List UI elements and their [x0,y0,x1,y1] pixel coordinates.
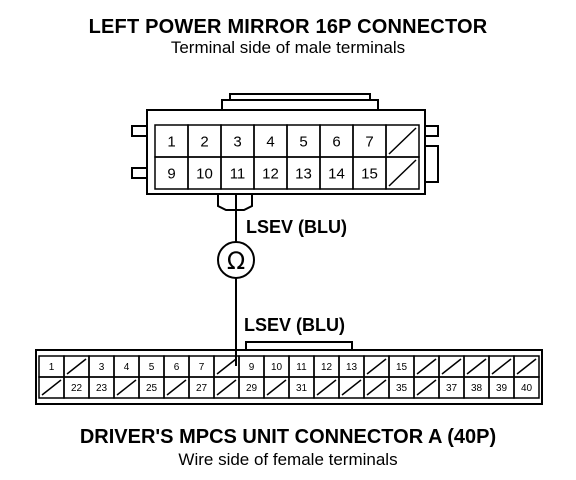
bottom-terminal-empty-slot [166,379,187,396]
bottom-terminal-empty-slot [41,379,62,396]
top-terminal-terminal-label: 7 [365,133,373,150]
bottom-connector-subtitle: Wire side of female terminals [178,450,398,469]
bottom-terminal-terminal-label: 15 [396,362,408,373]
top-terminal-terminal-label: 13 [295,165,312,182]
bottom-terminal-empty-slot [316,379,337,396]
top-terminal-terminal-label: 14 [328,165,345,182]
top-terminal-cell [385,156,420,190]
bottom-terminal-terminal-label: 3 [99,362,105,373]
top-terminal-terminal-label: 15 [361,165,378,182]
bottom-terminal-empty-slot [116,379,137,396]
bottom-terminal-terminal-label: 35 [396,383,408,394]
bottom-terminal-empty-slot [366,379,387,396]
bottom-terminal-terminal-label: 31 [296,383,308,394]
bottom-terminal-terminal-label: 10 [271,362,283,373]
top-terminal-terminal-label: 1 [167,133,175,150]
top-terminal-terminal-label: 11 [230,165,246,182]
bottom-terminal-empty-slot [216,379,237,396]
bottom-terminal-terminal-label: 7 [199,362,205,373]
bottom-connector-title: DRIVER'S MPCS UNIT CONNECTOR A (40P) [79,426,497,448]
top-terminal-terminal-label: 10 [196,165,213,182]
bottom-terminal-terminal-label: 39 [496,383,508,394]
bottom-terminal-terminal-label: 9 [249,362,255,373]
bottom-terminal-empty-slot [266,379,287,396]
bottom-terminal-empty-slot [441,358,462,375]
bottom-terminal-empty-slot [216,358,237,375]
bottom-terminal-empty-slot [416,379,437,396]
top-terminal-terminal-label: 6 [332,133,340,150]
wire-label-bottom: LSEV (BLU) [244,315,345,335]
bottom-terminal-empty-slot [416,358,437,375]
top-terminal-terminal-label: 2 [200,133,208,150]
bottom-terminal-terminal-label: 12 [321,362,333,373]
bottom-terminal-empty-slot [341,379,362,396]
bottom-terminal-empty-slot [466,358,487,375]
bottom-terminal-terminal-label: 29 [246,383,258,394]
bottom-terminal-empty-slot [516,358,537,375]
bottom-terminal-terminal-label: 13 [346,362,358,373]
bottom-terminal-terminal-label: 11 [296,362,307,373]
bottom-terminal-terminal-label: 40 [521,383,533,394]
top-terminal-terminal-label: 12 [262,165,279,182]
bottom-terminal-terminal-label: 22 [71,383,83,394]
top-connector-title: LEFT POWER MIRROR 16P CONNECTOR [88,16,488,38]
bottom-terminal-terminal-label: 1 [49,362,55,373]
top-terminal-empty-slot [388,159,417,187]
ohmmeter-icon: Ω [227,247,245,275]
bottom-connector [35,341,543,405]
top-terminal-terminal-label: 4 [266,133,274,150]
bottom-terminal-empty-slot [366,358,387,375]
top-terminal-terminal-label: 9 [167,165,175,182]
top-terminal-terminal-label: 3 [233,133,241,150]
top-terminal-terminal-label: 5 [299,133,307,150]
wire-label-top: LSEV (BLU) [246,217,347,237]
top-terminal-empty-slot [388,127,417,155]
bottom-terminal-terminal-label: 4 [124,362,130,373]
bottom-terminal-terminal-label: 37 [446,383,458,394]
bottom-terminal-terminal-label: 5 [149,362,155,373]
bottom-terminal-terminal-label: 25 [146,383,158,394]
top-connector-subtitle: Terminal side of male terminals [170,38,406,57]
bottom-terminal-terminal-label: 27 [196,383,208,394]
bottom-terminal-terminal-label: 6 [174,362,180,373]
wire-lsev [217,194,255,366]
bottom-terminal-terminal-label: 38 [471,383,483,394]
bottom-terminal-empty-slot [491,358,512,375]
bottom-terminal-cell [513,376,540,399]
bottom-terminal-empty-slot [66,358,87,375]
bottom-terminal-terminal-label: 23 [96,383,108,394]
